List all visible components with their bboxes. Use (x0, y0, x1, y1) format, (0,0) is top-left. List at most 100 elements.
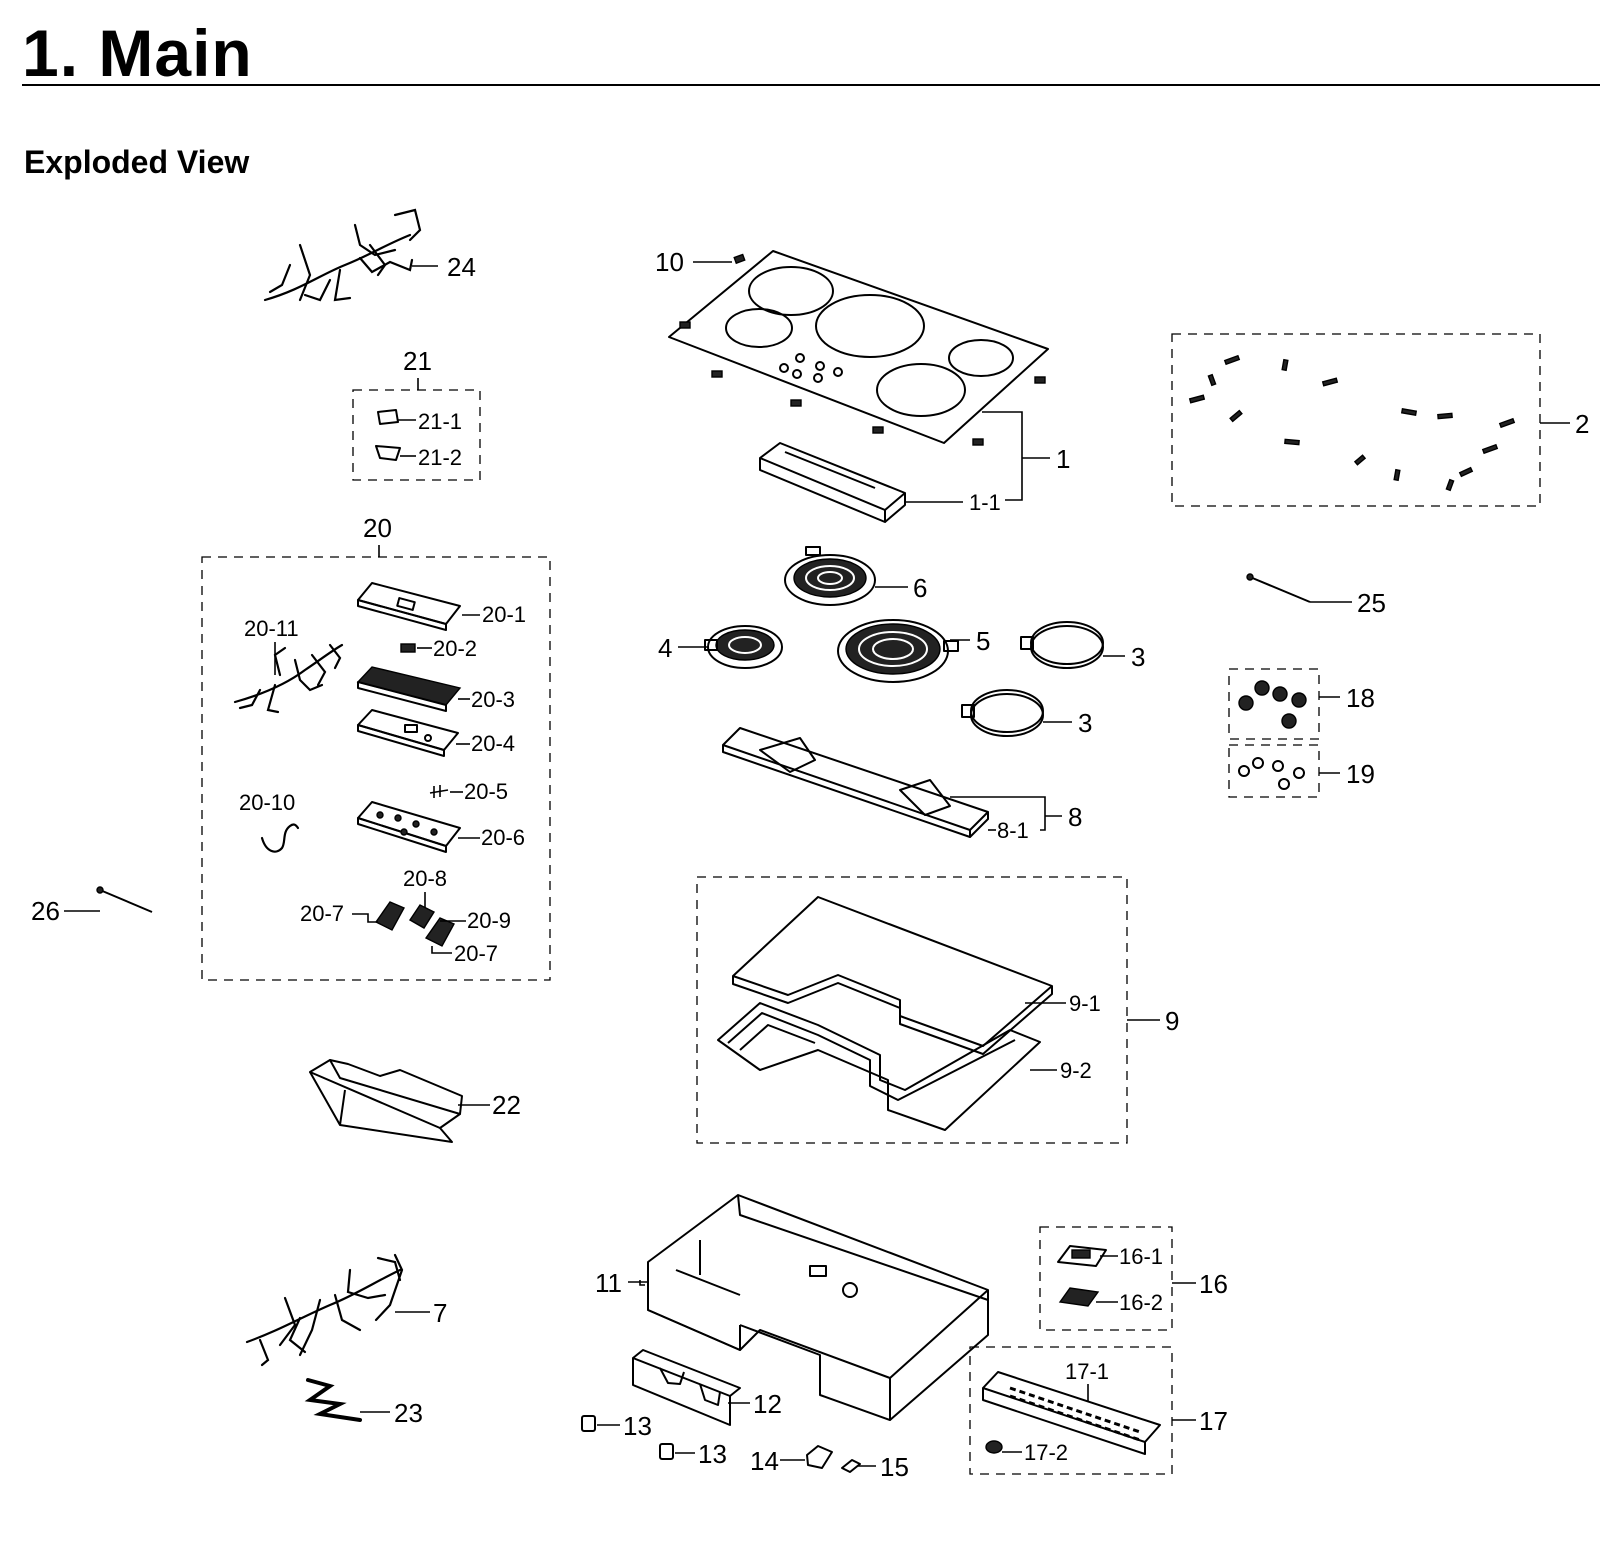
label-21: 21 (403, 346, 432, 376)
part-22-bracket (309, 1059, 463, 1143)
label-2: 2 (1575, 409, 1589, 439)
label-12: 12 (753, 1389, 782, 1419)
label-16-2: 16-2 (1119, 1290, 1163, 1315)
label-20-10: 20-10 (239, 790, 295, 815)
part-2-clips (1188, 354, 1516, 492)
label-20-3: 20-3 (471, 687, 515, 712)
part-10-clip (733, 253, 746, 265)
label-13b: 13 (698, 1439, 727, 1469)
label-18: 18 (1346, 683, 1375, 713)
label-20-8: 20-8 (403, 866, 447, 891)
part-21-group-box (352, 389, 481, 481)
part-1-1-bracket (759, 442, 906, 523)
part-17-2 (985, 1440, 1003, 1454)
part-13-clip-b (659, 1443, 674, 1460)
part-19-group-box (1228, 744, 1320, 798)
part-13-clip-a (581, 1415, 596, 1432)
part-20-2 (400, 643, 416, 653)
part-3-burner-ring-b (961, 689, 1044, 737)
label-6: 6 (913, 573, 927, 603)
label-3a: 3 (1131, 642, 1145, 672)
part-16-group-box (1039, 1226, 1173, 1331)
part-3-burner-ring-a (1020, 621, 1104, 669)
part-7-wire-harness (245, 1253, 404, 1367)
label-23: 23 (394, 1398, 423, 1428)
label-1: 1 (1056, 444, 1070, 474)
title-rule (22, 84, 1600, 86)
part-20-11-wire-harness (233, 643, 344, 714)
label-20-4: 20-4 (471, 731, 515, 756)
part-20-8-relay (409, 904, 436, 929)
part-20-1-board (357, 582, 461, 631)
section-heading: Exploded View (24, 144, 250, 180)
part-21-2 (375, 445, 401, 461)
label-20-9: 20-9 (467, 908, 511, 933)
part-20-4-board (357, 709, 459, 757)
label-9: 9 (1165, 1006, 1179, 1036)
part-19-washers (1238, 757, 1305, 790)
part-2-group-box (1171, 333, 1541, 507)
label-11: 11 (595, 1268, 622, 1298)
label-10: 10 (655, 247, 684, 277)
label-22: 22 (492, 1090, 521, 1120)
part-17-group-box (969, 1346, 1173, 1475)
label-25: 25 (1357, 588, 1386, 618)
label-8: 8 (1068, 802, 1082, 832)
label-20-7a: 20-7 (300, 901, 344, 926)
part-15-clip (841, 1459, 861, 1473)
label-14: 14 (750, 1446, 779, 1476)
part-4-heating-element (704, 625, 783, 669)
label-9-1: 9-1 (1069, 991, 1101, 1016)
part-18-knobs (1238, 680, 1307, 729)
label-9-2: 9-2 (1060, 1058, 1092, 1083)
part-23-cable (304, 1378, 362, 1422)
part-20-7-relay (374, 901, 455, 947)
part-1-glass-cooktop (668, 250, 1049, 446)
label-5: 5 (976, 626, 990, 656)
label-13a: 13 (623, 1411, 652, 1441)
label-17-1: 17-1 (1065, 1359, 1109, 1384)
label-1-1: 1-1 (969, 490, 1001, 515)
label-20-1: 20-1 (482, 602, 526, 627)
part-20-group-box (201, 556, 551, 981)
label-20-6: 20-6 (481, 825, 525, 850)
part-20-5 (429, 785, 449, 798)
part-12-bracket (632, 1349, 741, 1426)
part-20-10-cable (260, 823, 300, 853)
label-17: 17 (1199, 1406, 1228, 1436)
part-17-1-bracket (982, 1371, 1161, 1455)
label-19: 19 (1346, 759, 1375, 789)
part-25-rod (1249, 576, 1311, 603)
part-20-6-board (357, 801, 461, 853)
part-5-heating-element (837, 619, 959, 683)
label-8-1: 8-1 (997, 818, 1029, 843)
label-16-1: 16-1 (1119, 1244, 1163, 1269)
part-21-1 (377, 409, 399, 425)
part-20-3-board (356, 666, 462, 712)
label-20-5: 20-5 (464, 779, 508, 804)
label-17-2: 17-2 (1024, 1440, 1068, 1465)
label-3b: 3 (1078, 708, 1092, 738)
label-4: 4 (658, 633, 672, 663)
part-24-wire-harness (263, 208, 422, 302)
label-7: 7 (433, 1298, 447, 1328)
part-16-1 (1057, 1245, 1107, 1267)
part-11-base-housing (647, 1194, 989, 1421)
label-20-11: 20-11 (244, 616, 299, 641)
part-14-connector (806, 1445, 833, 1469)
part-16-2 (1058, 1287, 1100, 1307)
label-20-7b: 20-7 (454, 941, 498, 966)
label-21-1: 21-1 (418, 409, 462, 434)
part-9-2-insulation-frame (717, 1002, 1041, 1131)
page-title: 1. Main (22, 16, 253, 90)
part-6-heating-element (784, 546, 876, 606)
label-26: 26 (31, 896, 60, 926)
label-16: 16 (1199, 1269, 1228, 1299)
part-8-bracket (722, 727, 989, 838)
label-24: 24 (447, 252, 476, 282)
label-20: 20 (363, 513, 392, 543)
label-15: 15 (880, 1452, 909, 1482)
part-26-rod (99, 889, 153, 913)
part-9-group-box (696, 876, 1128, 1144)
